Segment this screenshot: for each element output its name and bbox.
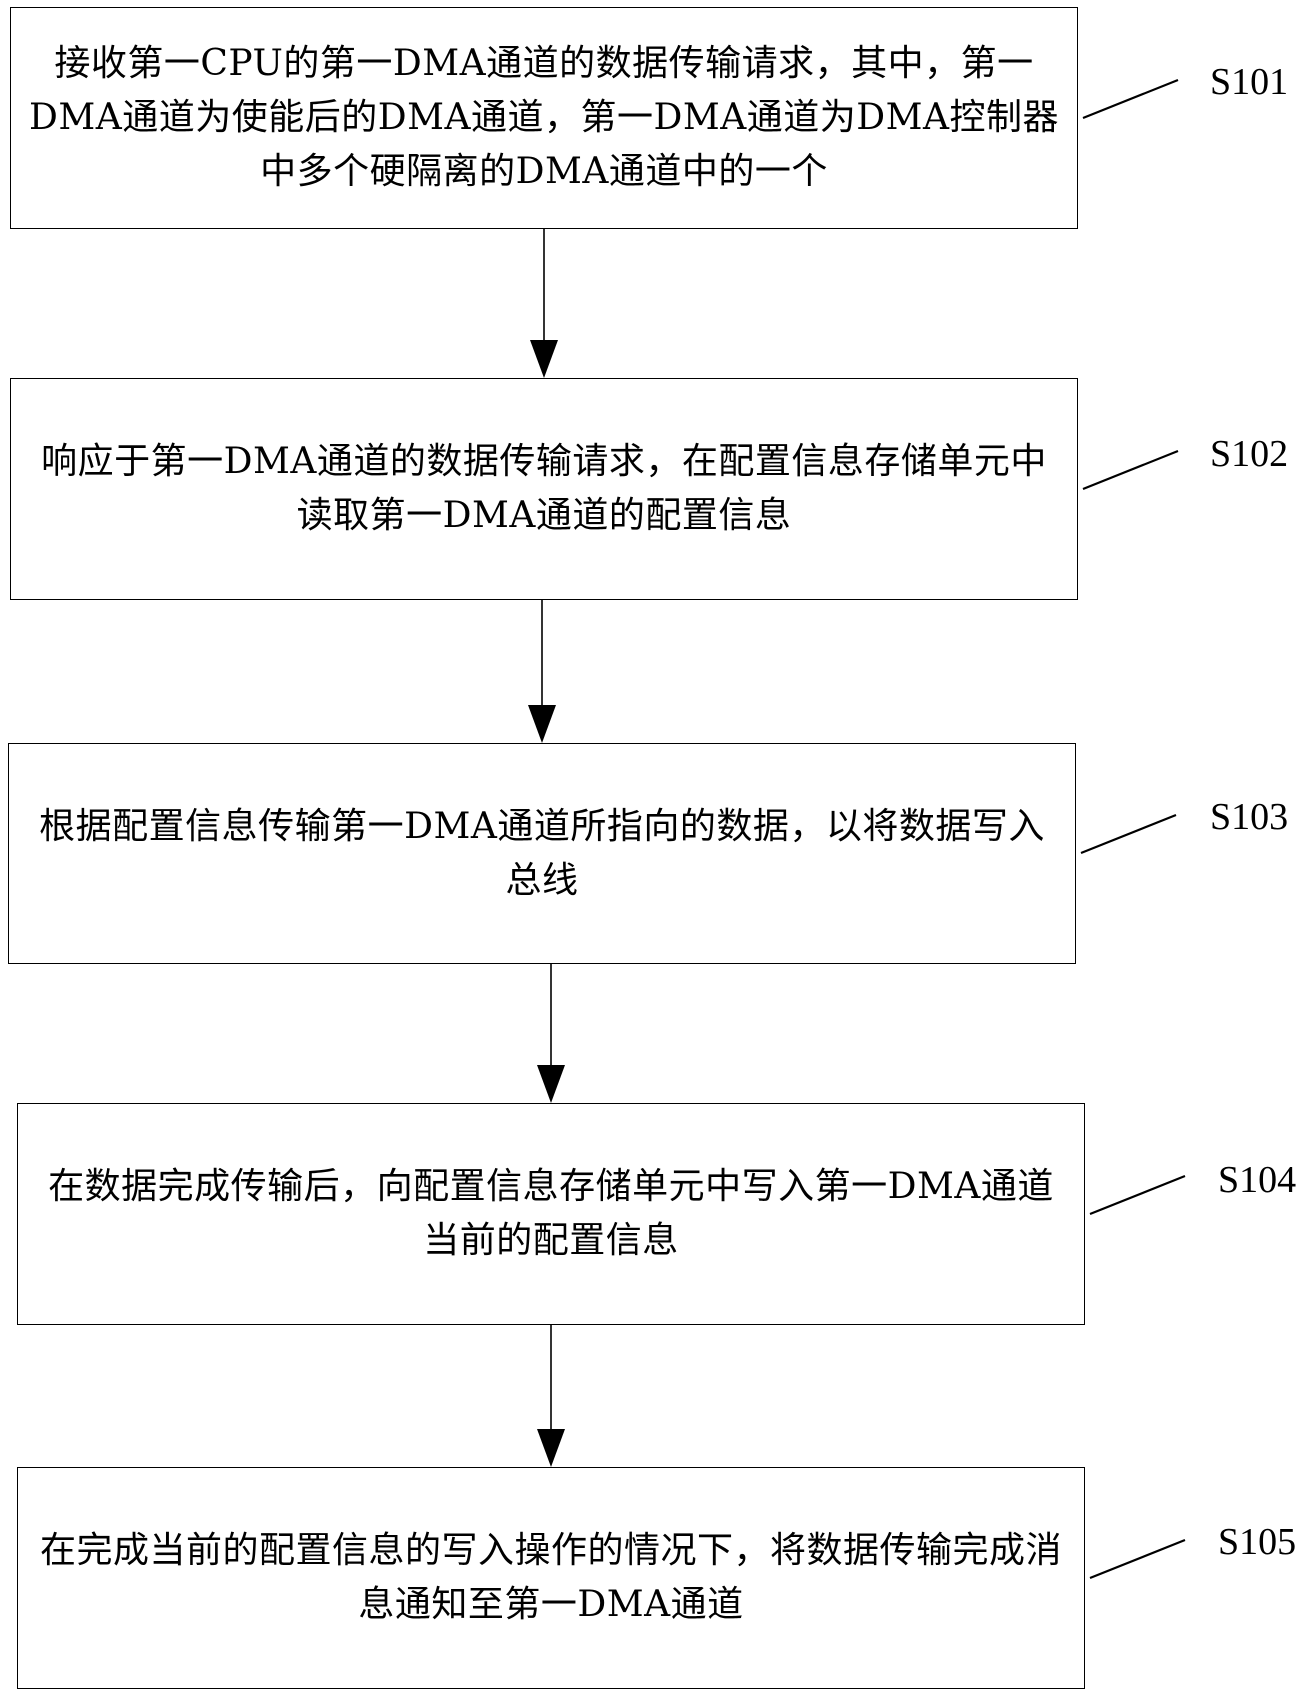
step-label-s102: S102 (1210, 433, 1289, 475)
arrowhead-s102-s103 (528, 705, 556, 743)
step-label-s104: S104 (1218, 1159, 1297, 1201)
step-box-s105: 在完成当前的配置信息的写入操作的情况下，将数据传输完成消息通知至第一DMA通道 (17, 1467, 1085, 1689)
step-label-s101: S101 (1210, 61, 1289, 103)
arrowhead-s104-s105 (537, 1429, 565, 1467)
step-box-s102: 响应于第一DMA通道的数据传输请求，在配置信息存储单元中读取第一DMA通道的配置… (10, 378, 1078, 600)
step-box-s103: 根据配置信息传输第一DMA通道所指向的数据，以将数据写入总线 (8, 743, 1076, 964)
step-box-s101: 接收第一CPU的第一DMA通道的数据传输请求，其中，第一DMA通道为使能后的DM… (10, 7, 1078, 229)
step-text-s104: 在数据完成传输后，向配置信息存储单元中写入第一DMA通道当前的配置信息 (48, 1166, 1054, 1261)
arrowhead-s103-s104 (537, 1065, 565, 1103)
leader-line-s102 (1082, 449, 1179, 491)
step-box-s104: 在数据完成传输后，向配置信息存储单元中写入第一DMA通道当前的配置信息 (17, 1103, 1085, 1325)
step-text-s105: 在完成当前的配置信息的写入操作的情况下，将数据传输完成消息通知至第一DMA通道 (39, 1530, 1062, 1625)
step-text-s101: 接收第一CPU的第一DMA通道的数据传输请求，其中，第一DMA通道为使能后的DM… (29, 43, 1059, 192)
step-text-s103: 根据配置信息传输第一DMA通道所指向的数据，以将数据写入总线 (39, 805, 1045, 901)
leader-line-s105 (1089, 1538, 1186, 1580)
step-text-s102: 响应于第一DMA通道的数据传输请求，在配置信息存储单元中读取第一DMA通道的配置… (41, 441, 1047, 536)
arrowhead-s101-s102 (530, 340, 558, 378)
leader-line-s101 (1082, 78, 1179, 120)
step-label-s103: S103 (1210, 796, 1289, 838)
leader-line-s104 (1089, 1174, 1186, 1216)
step-label-s105: S105 (1218, 1521, 1297, 1563)
leader-line-s103 (1080, 813, 1177, 855)
